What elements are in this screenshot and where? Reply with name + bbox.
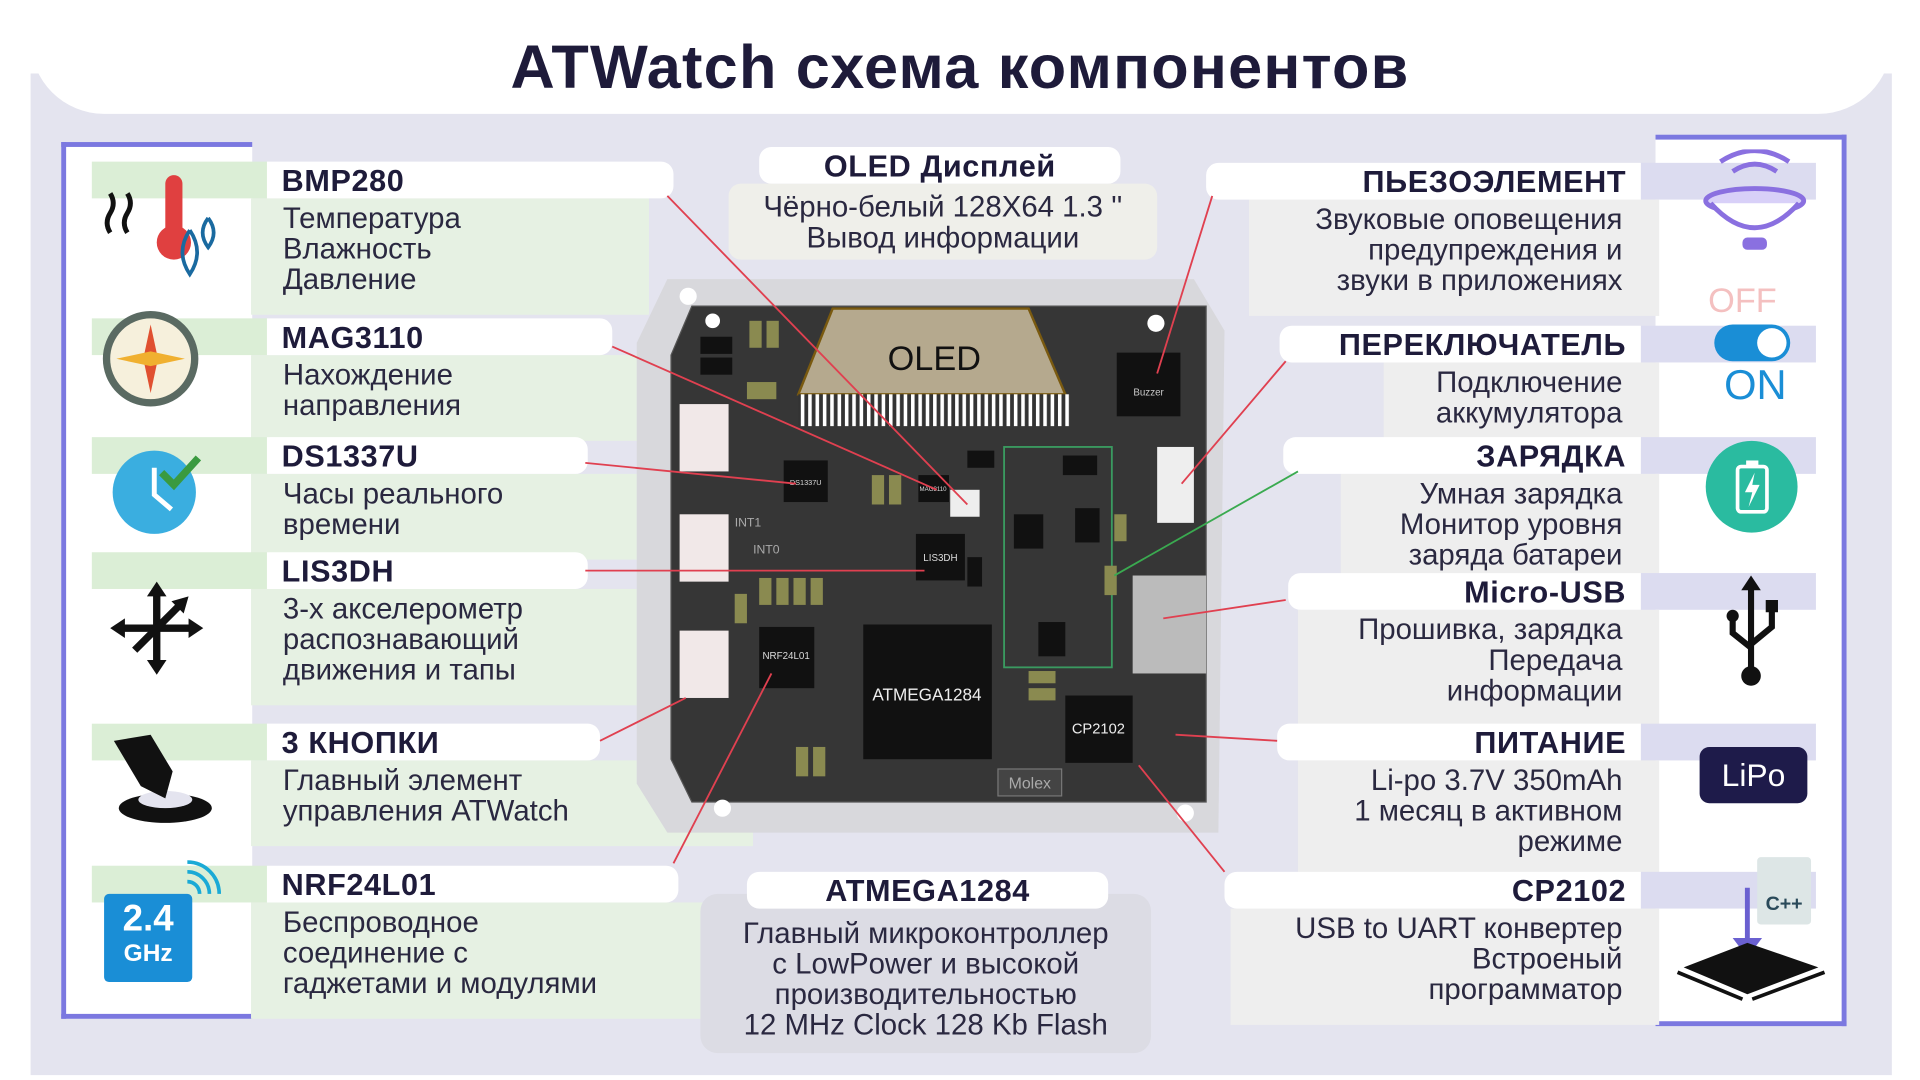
power-switch	[1157, 446, 1194, 523]
component-label: ПИТАНИЕ	[1277, 723, 1641, 761]
battery-charging-icon	[1705, 440, 1798, 533]
component-label: CP2102	[1224, 871, 1641, 909]
chip-upload-icon	[1671, 882, 1830, 1004]
svg-text:INT0: INT0	[753, 542, 780, 556]
clock-check-icon	[104, 441, 208, 539]
component-label: ПЕРЕКЛЮЧАТЕЛЬ	[1279, 325, 1641, 363]
mcu-chip	[863, 624, 992, 760]
svg-text:Molex: Molex	[1009, 776, 1051, 793]
svg-text:MAG3110: MAG3110	[920, 486, 948, 493]
lipo-battery-icon: LiPo	[1699, 746, 1808, 804]
svg-text:INT1: INT1	[735, 516, 762, 530]
svg-text:Buzzer: Buzzer	[1133, 388, 1164, 399]
component-label: DS1337U	[266, 437, 588, 474]
accelerometer-axes-icon	[104, 576, 208, 680]
svg-text:LIS3DH: LIS3DH	[923, 553, 957, 564]
svg-text:NRF24L01: NRF24L01	[762, 651, 809, 662]
micro-usb-port	[1132, 575, 1207, 674]
oled-desc: Чёрно-белый 128X64 1.3 ''Вывод информаци…	[763, 191, 1123, 255]
leader-lines	[585, 195, 1299, 873]
buzzer-speaker-icon	[1696, 149, 1812, 259]
component-label: MAG3110	[266, 318, 613, 356]
mcu-label: ATMEGA1284	[746, 871, 1109, 909]
switch-on-label: ON	[1724, 362, 1787, 409]
component-label: ЗАРЯДКА	[1283, 437, 1641, 474]
switch-toggle-icon	[1714, 324, 1791, 362]
right-band	[1640, 573, 1816, 610]
left-band	[91, 552, 270, 589]
compass-icon	[98, 306, 202, 410]
component-label: 3 КНОПКИ	[266, 723, 601, 761]
component-label: Micro-USB	[1288, 573, 1641, 610]
svg-text:ATMEGA1284: ATMEGA1284	[872, 684, 982, 704]
cpp-file-icon: C++	[1757, 857, 1812, 925]
header	[30, 18, 1892, 114]
page-title: ATWatch схема компонентов	[510, 33, 1410, 102]
button-press-icon	[104, 729, 220, 833]
thermometer-humidity-icon	[92, 165, 227, 281]
cp2102-chip	[1065, 695, 1133, 763]
oled-desc-box	[728, 183, 1158, 260]
usb-icon	[1720, 575, 1781, 692]
svg-text:DS1337U: DS1337U	[790, 478, 822, 487]
component-label: LIS3DH	[266, 552, 588, 589]
svg-text:OLED: OLED	[888, 340, 981, 378]
component-label: BMP280	[266, 161, 674, 199]
svg-text:CP2102: CP2102	[1072, 721, 1125, 737]
component-label: ПЬЕЗОЭЛЕМЕНТ	[1206, 162, 1641, 200]
switch-off-label: OFF	[1708, 281, 1777, 320]
buzzer	[1116, 352, 1181, 417]
oled-label: OLED Дисплей	[759, 146, 1121, 184]
mcu-desc-box	[700, 893, 1152, 1054]
component-label: NRF24L01	[266, 865, 679, 903]
